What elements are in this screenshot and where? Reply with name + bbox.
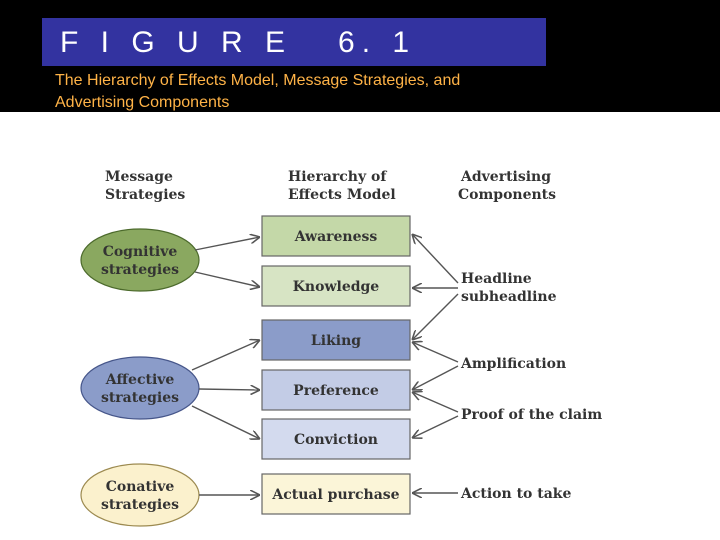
stage-label: Preference <box>293 383 379 399</box>
col-header-components-2: Components <box>458 187 556 203</box>
stage-box <box>261 369 411 411</box>
component-proof-of-claim: Proof of the claim <box>461 407 602 423</box>
arrow <box>191 405 260 439</box>
strategy-label: strategies <box>101 497 179 513</box>
col-header-strategies-1: Message <box>105 169 173 185</box>
arrow <box>194 271 260 287</box>
arrow <box>412 415 459 438</box>
strategy-affective: Affective strategies <box>80 356 200 420</box>
stage-label: Actual purchase <box>271 487 399 503</box>
arrow <box>412 342 459 363</box>
stage-awareness: Awareness <box>261 215 411 257</box>
strategy-ellipse <box>80 228 200 292</box>
strategy-label: strategies <box>101 262 179 278</box>
stage-conviction: Conviction <box>261 418 411 460</box>
arrow <box>412 293 459 340</box>
strategy-cognitive: Cognitive strategies <box>80 228 200 292</box>
arrow <box>412 392 459 413</box>
col-header-components-1: Advertising <box>460 169 551 185</box>
arrow <box>412 365 459 390</box>
arrow <box>412 234 459 284</box>
strategy-ellipse <box>80 356 200 420</box>
strategy-label: strategies <box>101 390 179 406</box>
stage-liking: Liking <box>261 319 411 361</box>
stage-label: Awareness <box>294 229 378 245</box>
strategy-ellipse <box>80 463 200 527</box>
component-headline: Headline <box>461 271 532 287</box>
strategy-label: Cognitive <box>103 244 178 260</box>
component-action-to-take: Action to take <box>460 486 571 502</box>
component-arrows <box>412 234 459 493</box>
stage-box <box>261 215 411 257</box>
arrow <box>194 237 260 251</box>
component-subheadline: subheadline <box>461 289 557 305</box>
figure-caption: The Hierarchy of Effects Model, Message … <box>55 72 461 111</box>
col-header-hierarchy-1: Hierarchy of <box>288 169 387 185</box>
arrow <box>191 340 260 371</box>
col-header-hierarchy-2: Effects Model <box>288 187 396 203</box>
strategy-arrows <box>191 237 260 495</box>
stage-knowledge: Knowledge <box>261 265 411 307</box>
figure-banner <box>42 18 546 66</box>
stage-label: Conviction <box>294 432 378 448</box>
arrow <box>198 389 260 390</box>
stage-label: Knowledge <box>293 279 380 295</box>
stage-label: Liking <box>311 333 361 349</box>
stage-preference: Preference <box>261 369 411 411</box>
strategy-conative: Conative strategies <box>80 463 200 527</box>
stage-box <box>261 319 411 361</box>
figure-label: F I G U R E 6. 1 <box>60 26 417 59</box>
col-header-strategies-2: Strategies <box>105 187 185 203</box>
stage-box <box>261 473 411 515</box>
strategy-label: Conative <box>106 479 175 495</box>
stage-box <box>261 418 411 460</box>
stage-box <box>261 265 411 307</box>
component-amplification: Amplification <box>460 356 566 372</box>
stage-actual-purchase: Actual purchase <box>261 473 411 515</box>
strategy-label: Affective <box>105 372 175 388</box>
